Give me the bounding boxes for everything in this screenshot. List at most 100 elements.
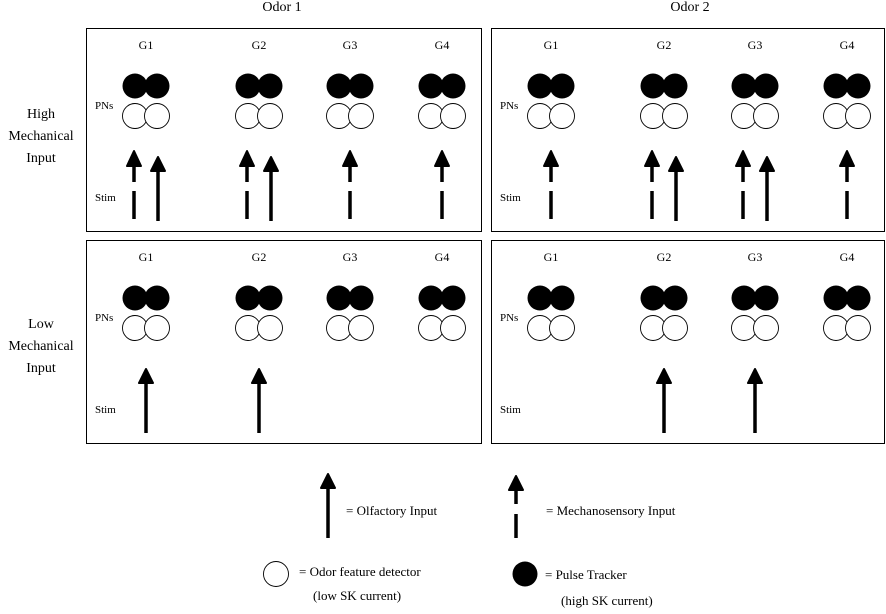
legend-pulse-tracker-subtext: (high SK current)	[561, 593, 653, 608]
stim-label: Stim	[500, 192, 521, 204]
odor-feature-detector-neuron	[235, 315, 261, 341]
odor-feature-detector-neuron	[440, 315, 466, 341]
pulse-tracker-neuron	[527, 73, 553, 99]
pulse-tracker-neuron	[662, 285, 688, 311]
legend-mechanosensory-label: = Mechanosensory Input	[546, 503, 676, 518]
glomerulus-label: G2	[252, 250, 267, 264]
glomerulus-label: G1	[544, 38, 559, 52]
olfactory-arrow-head	[251, 368, 267, 384]
pulse-tracker-neuron	[640, 73, 666, 99]
odor-feature-detector-neuron	[753, 103, 779, 129]
odor-feature-detector-neuron	[549, 103, 575, 129]
odor-feature-detector-neuron	[257, 315, 283, 341]
pulse-tracker-neuron	[326, 285, 352, 311]
odor-feature-detector-neuron	[823, 315, 849, 341]
pulse-tracker-neuron	[440, 73, 466, 99]
olfactory-arrow-head	[759, 156, 775, 172]
odor-feature-detector-neuron	[418, 315, 444, 341]
odor-feature-detector-neuron	[257, 103, 283, 129]
pulse-tracker-neuron	[418, 285, 444, 311]
mechanosensory-arrow-head	[239, 150, 255, 167]
odor-feature-detector-neuron	[845, 103, 871, 129]
odor-feature-detector-neuron	[122, 315, 148, 341]
odor-feature-detector-neuron	[122, 103, 148, 129]
legend-pulse-tracker-text: = Pulse Tracker	[545, 567, 627, 582]
pulse-tracker-neuron	[348, 73, 374, 99]
pulse-tracker-neuron	[122, 73, 148, 99]
odor-feature-detector-neuron	[418, 103, 444, 129]
mechanosensory-arrow-head	[126, 150, 142, 167]
row-label-line: Input	[26, 361, 56, 376]
legend-olfactory-label: = Olfactory Input	[346, 503, 438, 518]
pulse-tracker-neuron	[440, 285, 466, 311]
pulse-tracker-neuron	[549, 73, 575, 99]
legend-odor-feature-detector-label: = Odor feature detector (low SK current)	[299, 560, 421, 608]
glomerulus-label: G4	[840, 250, 855, 264]
olfactory-arrow-head	[138, 368, 154, 384]
olfactory-arrow-head	[150, 156, 166, 172]
column-title-odor1: Odor 1	[262, 0, 302, 15]
glomerulus-label: G2	[657, 250, 672, 264]
olfactory-arrow-head	[656, 368, 672, 384]
pulse-tracker-neuron	[527, 285, 553, 311]
glomerulus-label: G4	[840, 38, 855, 52]
glomerulus-label: G2	[252, 38, 267, 52]
pulse-tracker-neuron	[348, 285, 374, 311]
pulse-tracker-neuron	[326, 73, 352, 99]
row-label-high-mechanical: High Mechanical Input	[0, 104, 82, 170]
pns-label: PNs	[500, 312, 518, 324]
row-label-line: High	[27, 107, 55, 122]
pulse-tracker-neuron	[235, 285, 261, 311]
pulse-tracker-neuron	[144, 73, 170, 99]
column-title-odor2: Odor 2	[670, 0, 710, 15]
pns-label: PNs	[95, 100, 113, 112]
glomerulus-label: G3	[343, 250, 358, 264]
mechanosensory-arrow-head	[342, 150, 358, 167]
pulse-tracker-neuron	[753, 285, 779, 311]
pulse-tracker-neuron	[823, 73, 849, 99]
odor-feature-detector-neuron	[326, 103, 352, 129]
pulse-tracker-neuron	[823, 285, 849, 311]
odor-feature-detector-neuron	[235, 103, 261, 129]
odor-feature-detector-neuron	[731, 103, 757, 129]
glomerulus-label: G2	[657, 38, 672, 52]
pulse-tracker-neuron	[144, 285, 170, 311]
row-label-line: Mechanical	[8, 339, 74, 354]
odor-feature-detector-neuron	[640, 315, 666, 341]
odor-feature-detector-neuron	[662, 103, 688, 129]
pulse-tracker-neuron	[731, 285, 757, 311]
mechanosensory-arrow-head	[434, 150, 450, 167]
pulse-tracker-neuron	[662, 73, 688, 99]
stim-label: Stim	[500, 404, 521, 416]
odor-feature-detector-neuron	[144, 315, 170, 341]
legend-odor-feature-detector-text: = Odor feature detector	[299, 564, 421, 579]
glomerulus-label: G4	[435, 38, 450, 52]
glomerulus-label: G3	[748, 250, 763, 264]
odor-feature-detector-neuron	[326, 315, 352, 341]
row-label-line: Mechanical	[8, 129, 74, 144]
odor-feature-detector-neuron	[527, 103, 553, 129]
odor-feature-detector-neuron	[731, 315, 757, 341]
pns-label: PNs	[500, 100, 518, 112]
mechanosensory-arrow-legend-icon	[508, 475, 524, 538]
pulse-tracker-neuron	[122, 285, 148, 311]
mechanosensory-arrow-head	[839, 150, 855, 167]
odor-feature-detector-neuron	[845, 315, 871, 341]
pulse-tracker-neuron	[257, 73, 283, 99]
mechanosensory-arrow-head	[735, 150, 751, 167]
glomerulus-label: G1	[139, 38, 154, 52]
odor-feature-detector-neuron	[144, 103, 170, 129]
olfactory-arrow-legend-icon	[320, 473, 336, 538]
pulse-tracker-neuron	[753, 73, 779, 99]
olfactory-arrow-head	[263, 156, 279, 172]
pulse-tracker-neuron	[845, 73, 871, 99]
stim-label: Stim	[95, 192, 116, 204]
row-label-line: Input	[26, 151, 56, 166]
legend-odor-feature-detector-subtext: (low SK current)	[313, 588, 402, 603]
odor-feature-detector-neuron	[348, 315, 374, 341]
